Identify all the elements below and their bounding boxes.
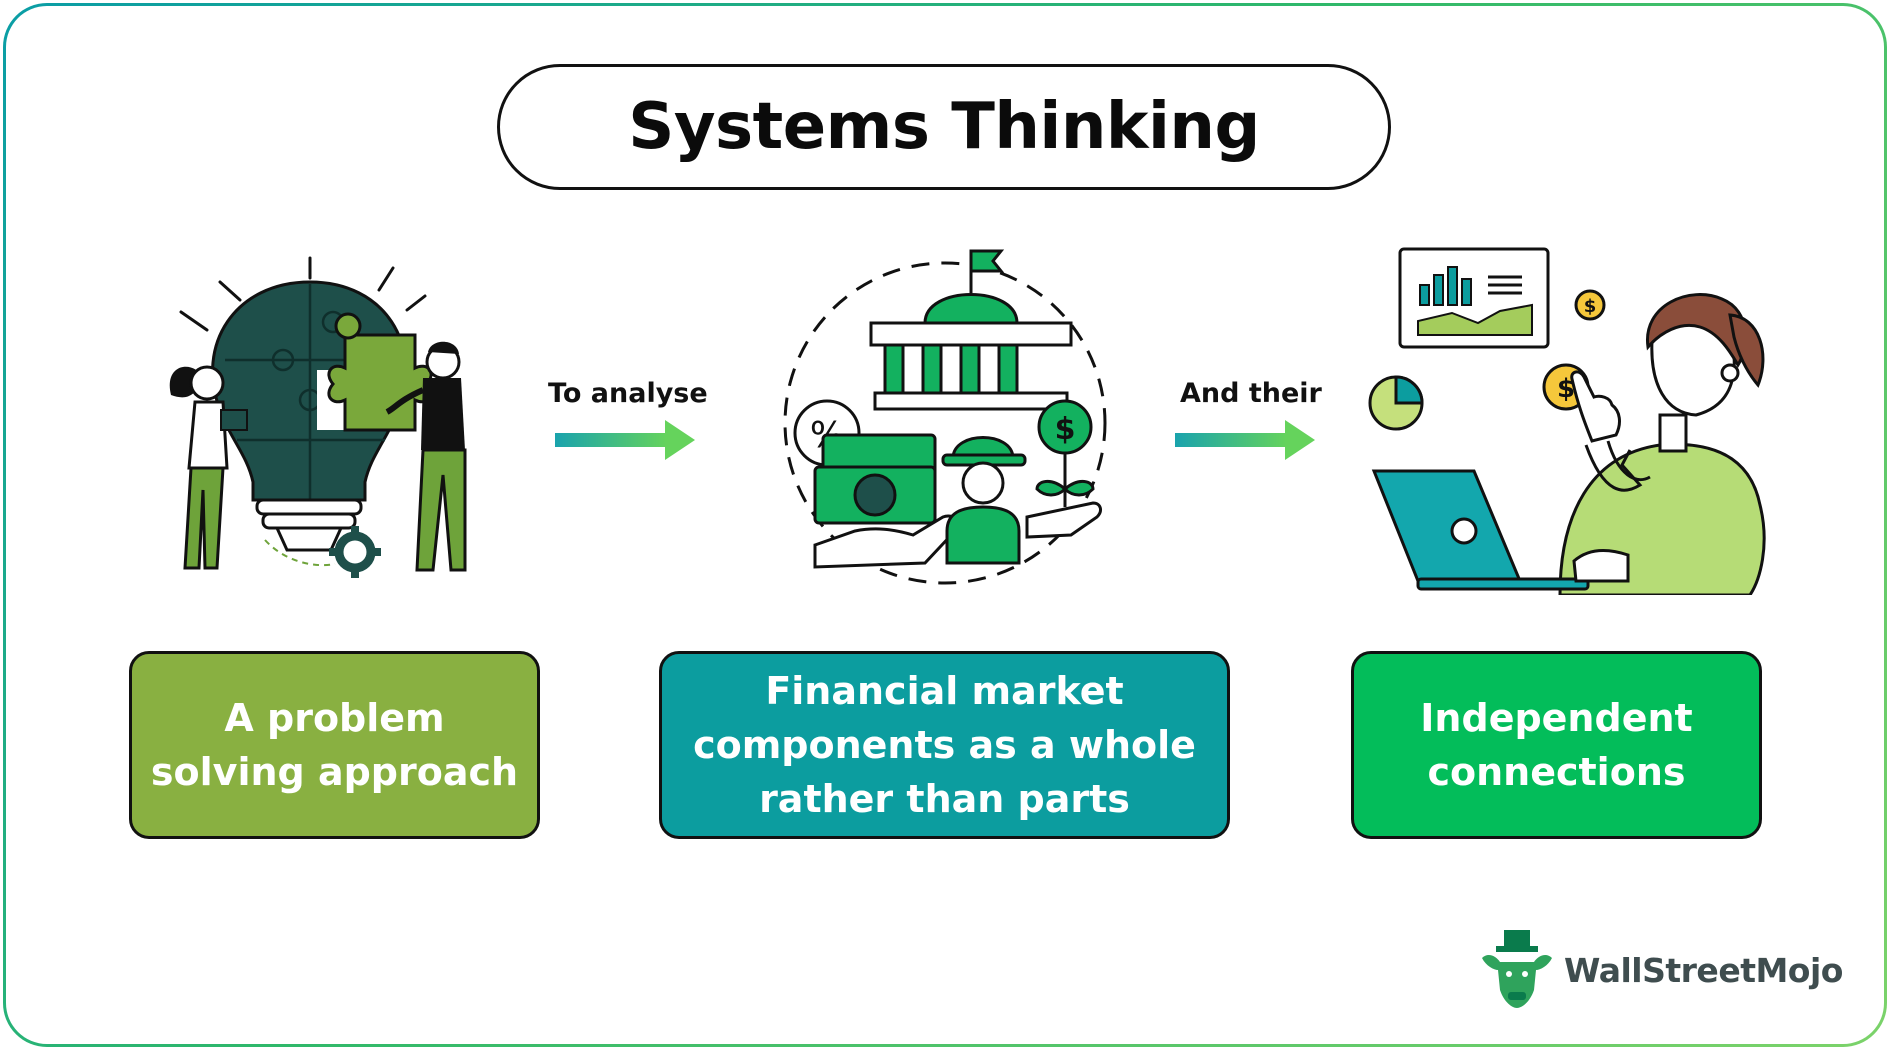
card-independent-connections: Independent connections — [1351, 651, 1762, 839]
puzzle-lightbulb-team-icon — [169, 256, 467, 578]
svg-text:$: $ — [1055, 412, 1076, 447]
svg-text:$: $ — [1584, 296, 1597, 317]
bull-logo-icon — [1482, 930, 1552, 1008]
woman-analyst-laptop-icon: $ $ — [1368, 247, 1766, 595]
card-problem-solving: A problem solving approach — [129, 651, 540, 839]
card-text-1: A problem solving approach — [150, 696, 519, 794]
svg-text:$: $ — [1557, 374, 1575, 404]
card-text-3: Independent connections — [1420, 696, 1693, 794]
bank-finance-cycle-icon: % $ — [783, 249, 1107, 585]
title-pill: Systems Thinking — [497, 64, 1391, 190]
connector-label-2: And their — [1180, 378, 1322, 409]
arrow-right-icon-2 — [1175, 420, 1315, 460]
card-financial-market: Financial market components as a whole r… — [659, 651, 1230, 839]
arrow-right-icon-1 — [555, 420, 695, 460]
brand-logo: WallStreetMojo — [1478, 930, 1843, 1010]
card-text-2: Financial market components as a whole r… — [693, 669, 1196, 821]
connector-label-1: To analyse — [548, 378, 708, 409]
page-title: Systems Thinking — [628, 90, 1260, 164]
brand-name: WallStreetMojo — [1564, 950, 1843, 990]
